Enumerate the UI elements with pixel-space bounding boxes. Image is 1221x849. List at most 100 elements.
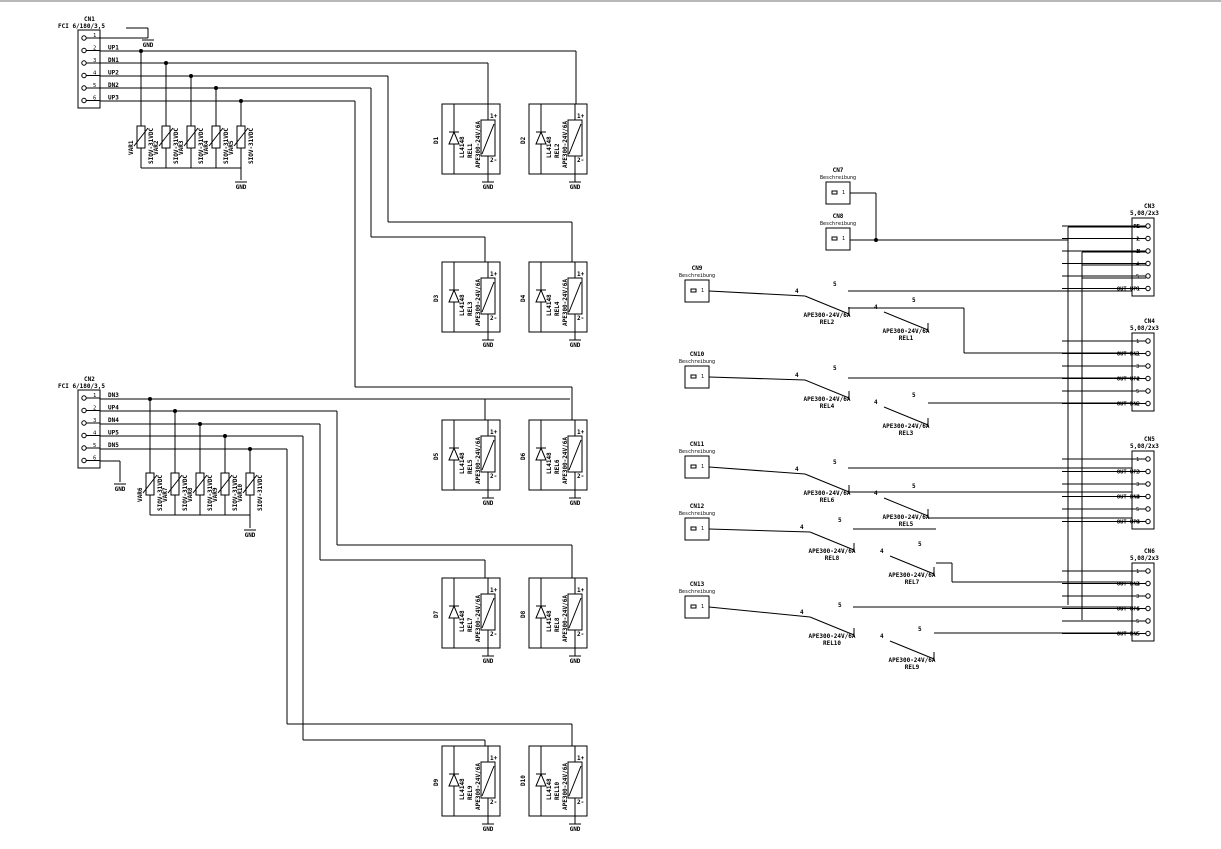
gnd-label: GND — [483, 826, 494, 833]
relay-coil-slash — [481, 597, 495, 629]
connector-ref: CN12 — [690, 503, 705, 510]
connector-desc: Beschreibung — [679, 449, 715, 455]
coil-pin-minus: 2- — [577, 799, 584, 806]
gnd-symbol: GND — [569, 655, 581, 665]
connector-pin — [1145, 235, 1151, 242]
varistor-ref: VAR9 — [212, 487, 219, 502]
contact-pin-b: 5 — [912, 297, 916, 304]
coil-pin-minus: 2- — [490, 473, 497, 480]
net-label: UP3 — [108, 95, 119, 102]
connector-pin-number: 3 — [1136, 482, 1139, 488]
connector-body — [684, 595, 710, 619]
connector-pin — [81, 35, 87, 41]
coil-pin-plus: 1+ — [577, 587, 585, 594]
connector-pin — [690, 374, 697, 379]
wire — [708, 376, 806, 381]
contact-type: APE300-24V/6A — [883, 328, 930, 335]
contact-pin-b: 5 — [838, 602, 842, 609]
wire — [708, 606, 811, 618]
net-label: OUT UP1 — [1117, 287, 1141, 293]
coil-pin-minus: 2- — [577, 473, 584, 480]
gnd-symbol: GND — [569, 181, 581, 191]
diode-ref: D6 — [520, 452, 527, 460]
connector-pin-number: 4 — [93, 71, 97, 77]
contact-pin-b: 5 — [918, 626, 922, 633]
connector-pin — [831, 190, 838, 195]
contact-type: APE300-24V/6A — [804, 490, 851, 497]
relay-type: APE300-24V/6A — [562, 763, 569, 810]
connector-pin — [690, 526, 697, 531]
net-label: DN5 — [108, 442, 119, 449]
varistor-value: SIOV-31VDC — [223, 127, 230, 164]
connector-ref: CN4 — [1144, 318, 1155, 325]
diode-ref: D2 — [520, 136, 527, 144]
contact-type: APE300-24V/6A — [883, 514, 930, 521]
connector-pin — [1145, 363, 1151, 369]
varistor-value: SIOV-31VDC — [148, 127, 155, 164]
connector-ref: CN11 — [690, 441, 705, 448]
contact-pin-b: 5 — [912, 483, 916, 490]
varistor-value: SIOV-31VDC — [207, 474, 214, 511]
net-label: OUT DN2 — [1117, 402, 1140, 408]
varistor-value: SIOV-31VDC — [257, 474, 264, 511]
connector-pin-number: 5 — [1136, 507, 1139, 513]
gnd-label: GND — [570, 658, 581, 665]
diode-ref: D4 — [520, 294, 527, 302]
gnd-label: GND — [115, 486, 126, 493]
gnd-label: GND — [483, 658, 494, 665]
wire — [708, 290, 806, 297]
connector-pin-number: 3 — [1136, 594, 1139, 600]
connector-ref: CN9 — [692, 265, 703, 272]
varistor-slash — [217, 474, 233, 494]
connector-pin-number: 5 — [93, 83, 96, 89]
net-label: OUT DN4 — [1117, 582, 1141, 588]
connector-ref: CN13 — [690, 581, 705, 588]
wire — [708, 528, 811, 533]
diode-ref: D9 — [433, 778, 440, 786]
connector-pin-number: 4 — [1136, 495, 1140, 501]
connector-pin — [831, 236, 838, 241]
net-label: OUT DN3 — [1117, 495, 1140, 501]
contact-blade — [809, 531, 855, 551]
varistor-ref: VAR5 — [228, 140, 235, 155]
coil-pin-plus: 1+ — [490, 755, 498, 762]
junction-dot — [874, 238, 878, 242]
net-label: DN1 — [108, 57, 119, 64]
net-label: DN3 — [108, 392, 119, 399]
varistor-ref: VAR7 — [162, 487, 169, 502]
varistor-slash — [167, 474, 183, 494]
connector-pin — [81, 47, 87, 54]
gnd-symbol: GND — [142, 39, 154, 49]
coil-pin-plus: 1+ — [577, 429, 585, 436]
connector-pin-number: 1 — [93, 33, 96, 39]
gnd-label: GND — [570, 826, 581, 833]
connector-pin — [1145, 630, 1151, 637]
connector-pin — [81, 60, 87, 66]
connector-pin — [1145, 568, 1151, 574]
connector-pin-number: 6 — [1136, 402, 1139, 408]
connector-pin — [81, 72, 87, 79]
contact-pin-a: 4 — [880, 633, 884, 640]
connector-ref: CN6 — [1144, 548, 1155, 555]
relay-ref: REL5 — [467, 459, 474, 474]
gnd-symbol: GND — [244, 529, 256, 539]
relay-ref: REL1 — [467, 143, 474, 158]
connector-ref: CN5 — [1144, 436, 1155, 443]
varistor-ref: VAR10 — [237, 484, 244, 502]
connector-pin — [81, 407, 87, 414]
connector-value: FCI 6/180/3,5 — [58, 23, 105, 30]
varistor-value: SIOV-31VDC — [173, 127, 180, 164]
varistor-ref: VAR2 — [153, 140, 160, 155]
connector-pin — [1145, 506, 1151, 512]
connector-pin-number: 1 — [842, 236, 845, 242]
